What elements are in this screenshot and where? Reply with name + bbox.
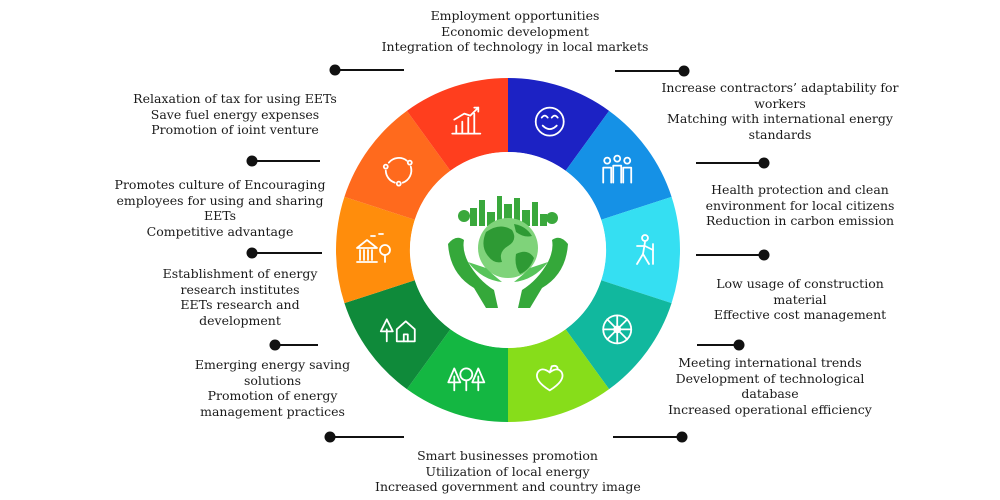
label-segment-2: Increase contractors’ adaptability for w… [660,80,900,142]
label-line: Integration of technology in local marke… [381,39,649,54]
label-line: Economic development [441,23,589,39]
connector-dot [676,431,688,443]
label-line: Health protection and clean [711,182,889,197]
label-segment-5: Meeting international trends Development… [660,355,880,417]
label-line: Employment opportunities [430,8,600,23]
label-line: Emerging energy saving [194,357,351,372]
label-line: EETs [203,208,237,223]
label-segment-9: Promotes culture of Encouraging employee… [100,177,340,239]
connector-dot [758,249,770,261]
label-segment-6: Smart businesses promotion Utilization o… [375,448,641,495]
label-line: Competitive advantage [146,223,294,239]
label-line: standards [748,126,812,142]
label-line: solutions [243,372,301,388]
wheel-segment-8 [335,196,415,304]
connector-dot [324,431,336,443]
label-segment-8: Establishment of energy research institu… [150,266,330,328]
label-line: material [773,291,827,307]
label-line: workers [754,95,806,111]
label-line: environment for local citizens [705,197,895,213]
label-line: Increased operational efficiency [668,401,872,417]
label-segment-7: Emerging energy saving solutions Promoti… [180,357,365,419]
label-line: EETs research and [180,297,300,312]
label-line: Promotion of ioint venture [151,122,319,137]
label-line: Save fuel energy expenses [150,106,320,122]
connector-dot [246,155,258,167]
wheel-segment-4 [565,280,672,390]
green-earth-in-hands-icon [448,196,568,308]
label-segment-4: Low usage of construction material Effec… [700,276,900,323]
label-line: management practices [200,403,345,419]
growth-chart-icon [451,106,482,135]
label-line: Development of technological [675,370,865,386]
connector-dot [269,339,281,351]
connector-dot [678,65,690,77]
wheel-segment-5 [508,329,610,422]
people-group-icon [602,154,633,184]
connector-dot [733,339,745,351]
label-line: Reduction in carbon emission [705,213,895,228]
label-line: Meeting international trends [678,355,862,370]
connector-dot [758,157,770,169]
label-line: Low usage of construction [716,276,884,291]
label-line: Relaxation of tax for using EETs [133,91,337,106]
label-line: Promotion of energy [207,388,338,403]
apple-heart-icon [536,364,564,392]
smiley-face-icon [534,106,565,137]
wheel-icon [602,314,633,345]
health-person-icon [636,234,654,265]
connector-dot [246,247,258,259]
label-line: Increase contractors’ adaptability for [661,80,899,95]
label-line: Promotes culture of Encouraging [114,177,326,192]
wheel-segment-10 [406,78,508,171]
label-segment-3: Health protection and clean environment … [690,182,910,229]
label-line: Smart businesses promotion [417,448,598,463]
label-line: Establishment of energy [162,266,318,281]
tree-house-icon [379,318,416,343]
institution-tree-icon [356,233,391,263]
label-line: Matching with international energy [667,111,893,126]
label-line: employees for using and sharing [116,192,324,208]
label-line: database [741,386,799,401]
wheel-segment-1 [508,78,610,171]
label-line: development [199,312,281,328]
label-line: Increased government and country image [375,479,641,494]
label-line: research institutes [180,281,300,297]
label-line: Effective cost management [713,307,887,322]
trees-icon [447,367,486,392]
label-segment-10: Relaxation of tax for using EETs Save fu… [125,91,345,138]
label-line: Utilization of local energy [425,463,590,479]
wheel-segment-3 [601,196,681,304]
recycle-arrows-icon [382,157,413,187]
label-segment-1: Employment opportunities Economic develo… [380,8,650,55]
connector-dot [329,64,341,76]
wheel-segment-9 [344,110,451,220]
